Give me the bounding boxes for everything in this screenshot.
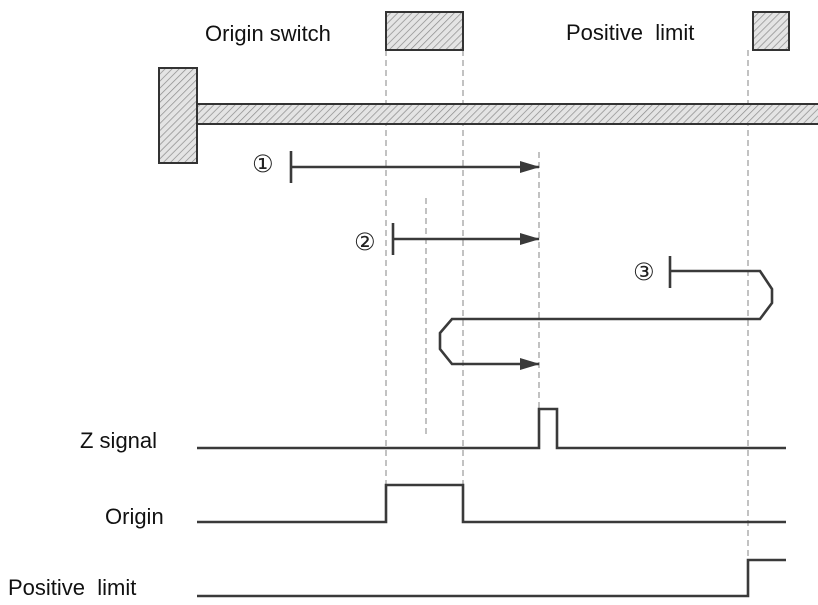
path-3-marker: ③ [633,258,655,286]
end-stop-block [158,67,198,164]
path-1-marker: ① [252,150,274,178]
positive-limit-top-label: Positive limit [566,20,694,45]
z-signal-waveform [197,407,786,450]
rail [196,103,818,125]
positive-limit-box [752,11,790,51]
origin-switch-box [385,11,464,51]
path-3-arrow [438,269,774,370]
positive-limit-signal-label: Positive limit [8,575,136,600]
positive-limit-signal-waveform [197,558,786,598]
origin-signal-label: Origin [105,504,164,529]
origin-signal-waveform [197,483,786,524]
z-signal-label: Z signal [80,428,157,453]
path-2-marker: ② [354,228,376,256]
origin-switch-label: Origin switch [205,21,331,46]
